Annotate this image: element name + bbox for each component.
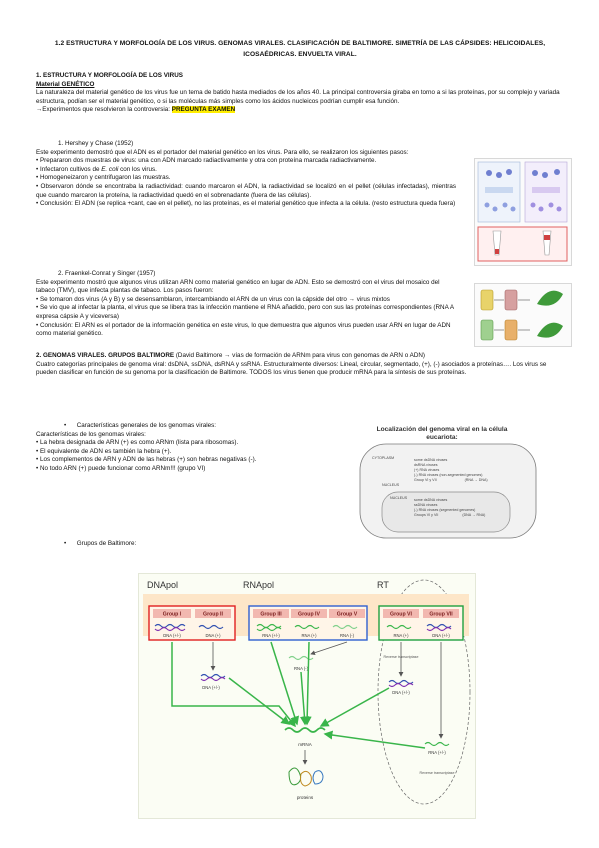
- reverse-transcriptase-label-2: Reverse transcriptase: [420, 771, 455, 775]
- experiments-line: →Experimentos que resolvieron la controv…: [36, 106, 561, 115]
- mrna-label: mRNA: [298, 742, 312, 747]
- nucleus-item-2: ssDNA viruses: [414, 503, 438, 507]
- section-2-heading: 2. GENOMAS VIRALES. GRUPOS BALTIMORE: [36, 352, 175, 359]
- section-2: 2. GENOMAS VIRALES. GRUPOS BALTIMORE (Da…: [36, 352, 561, 378]
- nucleus-item-4: Groups VI y VII: [414, 513, 439, 517]
- proteins-label: proteins: [297, 795, 314, 800]
- experiment-1-intro: Este experimento demostró que el ADN es …: [36, 148, 409, 156]
- experiment-2-step-1: • Se tomaron dos virus (A y B) y se dese…: [36, 295, 390, 303]
- experiment-2-conclusion: • Conclusión: El ARN es el portador de l…: [36, 321, 451, 338]
- characteristic-4: • No todo ARN (+) puede funcionar como A…: [36, 464, 206, 472]
- fraenkel-conrat-figure: [474, 283, 572, 347]
- group-1-genome: DNA (+/-): [163, 633, 181, 638]
- experiment-2-intro: Este experimento mostró que algunos viru…: [36, 278, 440, 295]
- nucleus-item-5: (DNA → RNA): [462, 513, 486, 517]
- baltimore-groups-text: Grupos de Baltimore:: [76, 540, 137, 547]
- fraenkel-conrat-illustration: [480, 289, 563, 341]
- intermediate-rna-minus-label: RNA (-): [294, 666, 309, 671]
- group-5-genome: RNA (-): [340, 633, 355, 638]
- group-7-label: Group VII: [429, 612, 453, 618]
- group-5-label: Group V: [337, 612, 358, 618]
- experiment-1: 1. Hershey y Chase (1952) Este experimen…: [36, 140, 456, 209]
- genome-localization-diagram: Localización del genoma viral en la célu…: [359, 426, 537, 539]
- experiment-2-step-2: • Se vio que al infectar la planta, el v…: [36, 304, 454, 320]
- experiment-1-step-2: • Infectaron cultivos de E. coli con los…: [36, 165, 157, 173]
- nucleus-label: NUCLEUS: [390, 496, 408, 500]
- characteristic-2: • El equivalente de ADN es también la he…: [36, 447, 172, 455]
- nucleus-outer-label: NUCLEUS: [382, 483, 400, 487]
- cytoplasm-item-2: dsRNA viruses: [414, 463, 438, 467]
- group-4-label: Group IV: [298, 612, 320, 618]
- section-2-heading-line: 2. GENOMAS VIRALES. GRUPOS BALTIMORE (Da…: [36, 352, 561, 361]
- group-1-label: Group I: [163, 612, 182, 618]
- rt-dashed-outline: [377, 579, 471, 805]
- section-1-heading: 1. ESTRUCTURA Y MORFOLOGÍA DE LOS VIRUS: [36, 72, 183, 79]
- section-2-paragraph: Cuatro categorías principales de genoma …: [36, 360, 547, 377]
- group-2-genome: DNA (+): [205, 633, 221, 638]
- cytoplasm-item-4: (-) RNA viruses (non-segmented genomes): [414, 473, 483, 477]
- characteristic-1: • La hebra designada de ARN (+) es como …: [36, 439, 239, 447]
- cytoplasm-item-6: (RNA → DNA): [464, 478, 488, 482]
- group-7-genome: DNA (+/-): [432, 633, 450, 638]
- hershey-chase-illustration: [477, 161, 568, 262]
- experiment-1-step-3: • Homogeneizaron y centrifugaron las mue…: [36, 174, 171, 182]
- experiment-2: 2. Fraenkel-Conrat y Singer (1957) Este …: [36, 270, 456, 339]
- proteins-icon: [288, 767, 324, 787]
- section-2-heading-note: (David Baltimore → vías de formación de …: [174, 352, 426, 359]
- baltimore-figure: DNApol RNApol RT Group I Group I: [138, 573, 476, 819]
- cytoplasm-list: CYTOPLASM: [372, 456, 394, 461]
- experiment-1-step-4: • Observaron dónde se encontraba la radi…: [36, 182, 456, 199]
- document-title: 1.2 ESTRUCTURA Y MORFOLOGÍA DE LOS VIRUS…: [54, 40, 546, 58]
- cytoplasm-item-5: Group VI y VII: [414, 478, 437, 482]
- experiments-lead: →Experimentos que resolvieron la controv…: [36, 106, 172, 114]
- hershey-chase-figure: [474, 158, 572, 266]
- characteristic-3: • Los complementos de ARN y ADN de las h…: [36, 456, 257, 464]
- experiment-2-title: 2. Fraenkel-Conrat y Singer (1957): [58, 270, 156, 277]
- genome-characteristics: • Características generales de los genom…: [36, 422, 336, 474]
- subheading-material-genetico: Material GENÉTICO: [36, 80, 95, 88]
- genome-localization-figure: Localización del genoma viral en la célu…: [342, 422, 552, 540]
- nucleus-item-1: some dsDNA viruses: [414, 498, 448, 502]
- intermediate-rna-pm-label: RNA (+/-): [428, 750, 446, 755]
- section-1: 1. ESTRUCTURA Y MORFOLOGÍA DE LOS VIRUS …: [36, 72, 561, 115]
- cytoplasm-label: CYTOPLASM: [372, 456, 395, 460]
- experiment-1-conclusion: • Conclusión: El ADN (se replica +cant, …: [36, 200, 456, 208]
- rt-label: RT: [377, 580, 389, 590]
- experiment-1-title: 1. Hershey y Chase (1952): [58, 140, 134, 147]
- rnapol-label: RNApol: [243, 580, 274, 590]
- baltimore-diagram: DNApol RNApol RT Group I Group I: [143, 579, 471, 805]
- group-2-label: Group II: [203, 612, 223, 618]
- group-3-genome: RNA (+/-): [262, 633, 280, 638]
- cytoplasm-virus-list: some dsDNA viruses dsRNA viruses (+) RNA…: [414, 458, 534, 483]
- intermediate-dna-label: DNA (+/-): [202, 685, 220, 690]
- intro-paragraph: La naturaleza del material genético de l…: [36, 89, 560, 105]
- group-4-genome: RNA (+): [301, 633, 317, 638]
- dnapol-label: DNApol: [147, 580, 178, 590]
- group-6-genome: RNA (+): [393, 633, 409, 638]
- nucleus-virus-list: some dsDNA viruses ssDNA viruses (-) RNA…: [414, 498, 509, 518]
- cytoplasm-item-1: some dsDNA viruses: [414, 458, 448, 462]
- nucleus-item-3: (-) RNA viruses (segmented genomes): [414, 508, 476, 512]
- cytoplasm-item-3: (+) RNA viruses: [414, 468, 440, 472]
- baltimore-groups-label: • Grupos de Baltimore:: [64, 540, 137, 547]
- group-6-label: Group VI: [390, 612, 412, 618]
- intermediate-rt-dna-label: DNA (+/-): [392, 690, 410, 695]
- exam-highlight: PREGUNTA EXAMEN: [171, 106, 236, 114]
- characteristics-subtitle: Características de los genomas virales:: [36, 430, 146, 438]
- localization-title-line: Localización del genoma viral en la célu…: [377, 426, 508, 441]
- group-3-label: Group III: [260, 612, 282, 618]
- characteristics-bullet: • Características generales de los genom…: [64, 422, 217, 429]
- experiment-1-step-1: • Prepararon dos muestras de virus: una …: [36, 157, 377, 165]
